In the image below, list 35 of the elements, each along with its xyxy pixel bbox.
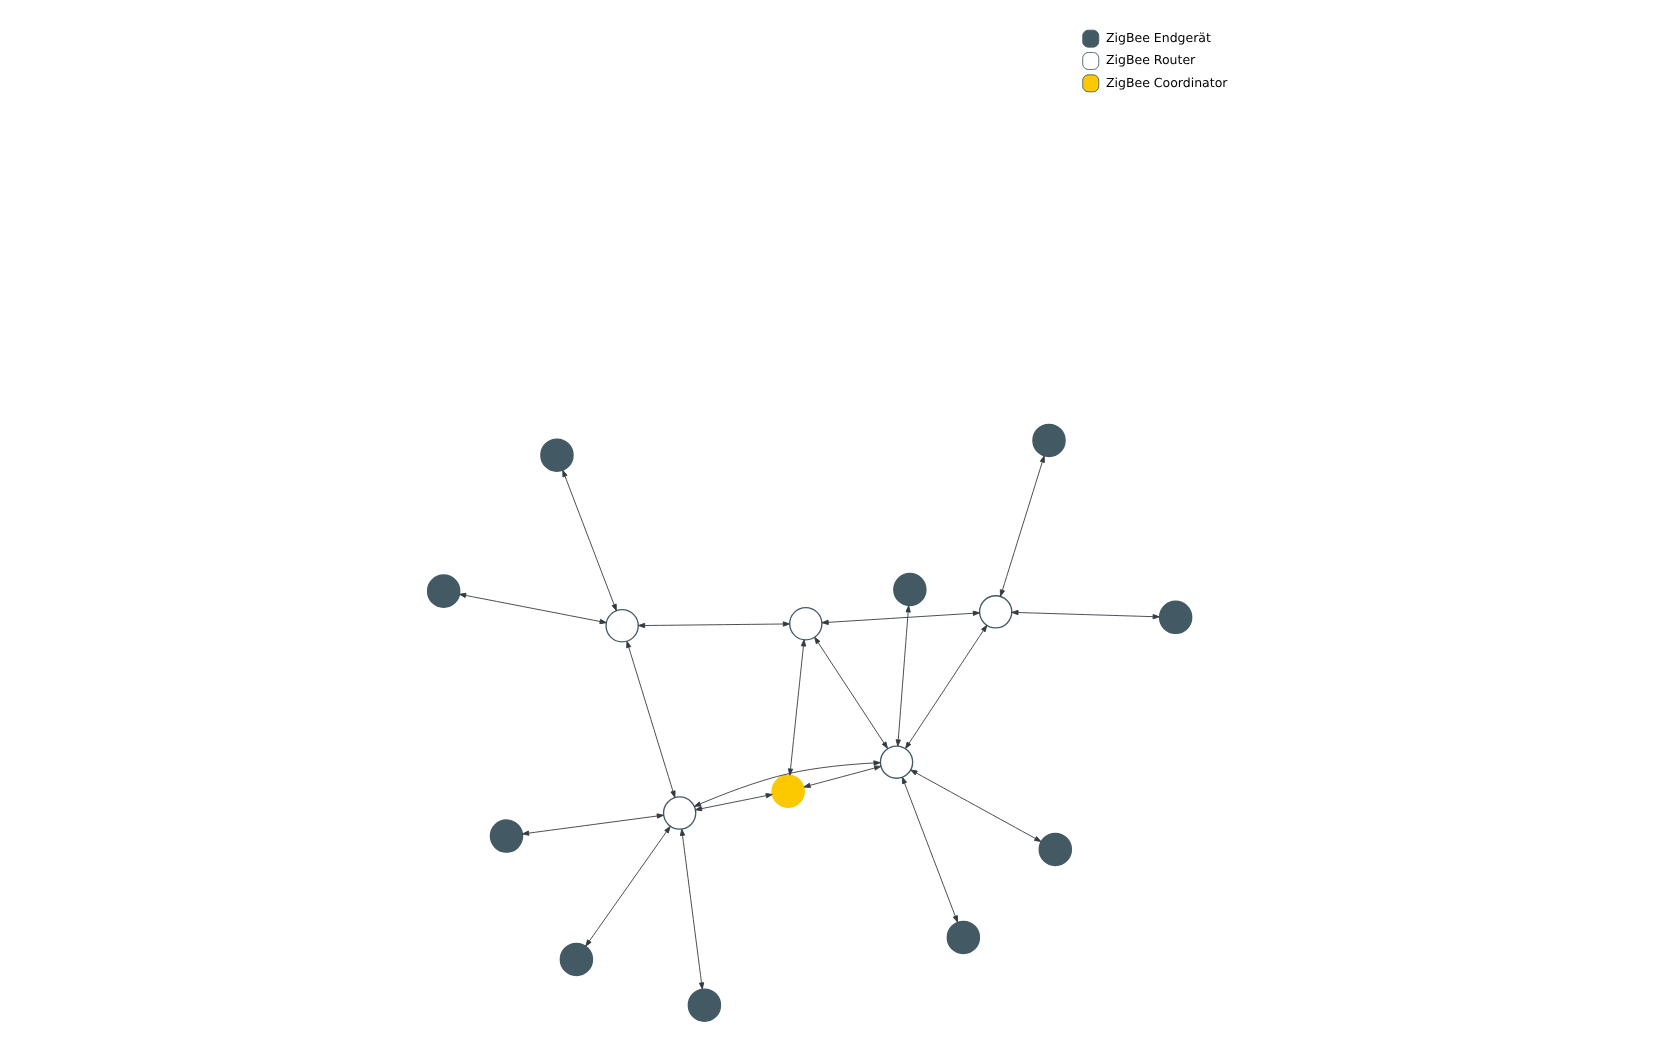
node-circle [788, 607, 822, 641]
arrow [694, 793, 772, 812]
node-circle [977, 595, 1012, 629]
node-circle [661, 796, 696, 830]
arrow [909, 769, 1041, 842]
arrow [900, 776, 957, 923]
arrow [786, 639, 806, 776]
node-circle [1037, 832, 1072, 867]
node-circle [488, 819, 523, 853]
node-circle [945, 920, 980, 955]
arrow [998, 455, 1044, 597]
node-circle [1031, 423, 1065, 458]
node-circle [425, 574, 460, 608]
arrow [458, 592, 606, 625]
arrow [813, 636, 887, 749]
arrow [584, 826, 670, 947]
node-circle [892, 572, 926, 607]
arrow [820, 610, 979, 625]
node-circle [1157, 600, 1192, 635]
arrow [561, 469, 616, 612]
node-circle [558, 942, 593, 977]
node-circle [770, 774, 804, 808]
node-circle [604, 609, 638, 643]
arrow [678, 828, 704, 990]
arrow [904, 624, 987, 749]
node-circle [878, 745, 913, 779]
arrow [894, 605, 910, 747]
arrow [692, 760, 880, 807]
arrow [637, 621, 789, 629]
arrow [802, 765, 881, 788]
node-circle [539, 438, 573, 472]
arrow [521, 813, 663, 836]
node-circle [686, 988, 721, 1022]
arrow [1010, 609, 1159, 620]
arrow [625, 640, 675, 798]
